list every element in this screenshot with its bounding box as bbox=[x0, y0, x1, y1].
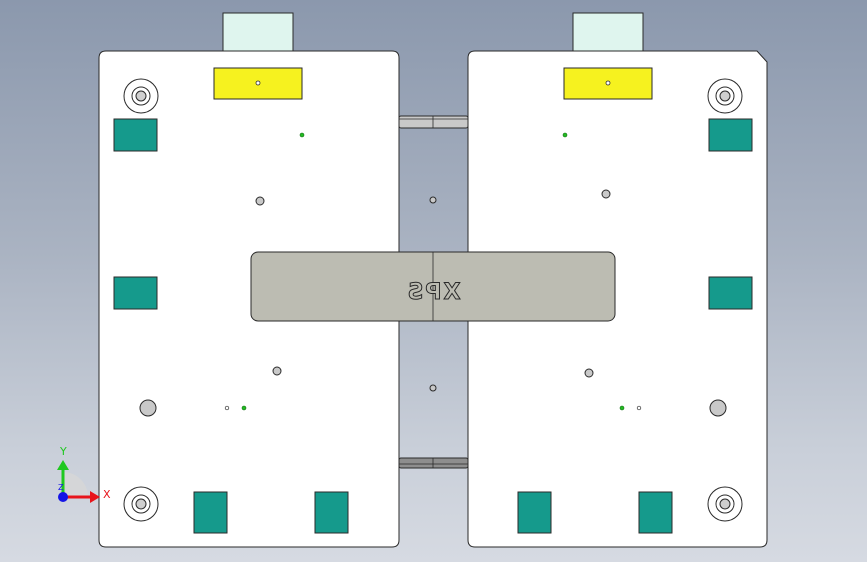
bottom-bridge[interactable] bbox=[398, 457, 469, 469]
teal-block-bottom-1[interactable] bbox=[193, 491, 228, 534]
top-bridge[interactable] bbox=[398, 115, 469, 129]
center-slot[interactable] bbox=[250, 251, 616, 322]
green-pin-1[interactable] bbox=[299, 132, 305, 138]
mount-hole-bottom-right[interactable] bbox=[707, 486, 743, 522]
left-top-tab[interactable] bbox=[222, 12, 294, 54]
teal-block-bottom-3[interactable] bbox=[517, 491, 552, 534]
teal-block-right-top[interactable] bbox=[708, 118, 753, 152]
hole-6[interactable] bbox=[584, 368, 594, 378]
x-axis-label: X bbox=[103, 488, 111, 501]
left-plate[interactable] bbox=[98, 50, 400, 548]
tiny-hole-1[interactable] bbox=[224, 405, 230, 411]
left-yellow-pad[interactable] bbox=[213, 67, 303, 100]
teal-block-right-mid[interactable] bbox=[708, 276, 753, 310]
mount-hole-bottom-left[interactable] bbox=[123, 486, 159, 522]
part-engraving: XPS bbox=[406, 280, 461, 305]
green-pin-3[interactable] bbox=[241, 405, 247, 411]
hole-2[interactable] bbox=[429, 196, 437, 204]
y-axis-arrow bbox=[57, 460, 69, 470]
dowel-hole-left[interactable] bbox=[139, 399, 157, 417]
axis-triad[interactable]: Y X Z bbox=[57, 445, 111, 503]
mount-hole-top-left[interactable] bbox=[123, 78, 159, 114]
green-pin-4[interactable] bbox=[619, 405, 625, 411]
teal-block-bottom-4[interactable] bbox=[638, 491, 673, 534]
dowel-hole-right[interactable] bbox=[709, 399, 727, 417]
hole-4[interactable] bbox=[272, 366, 282, 376]
right-plate[interactable] bbox=[467, 50, 768, 548]
teal-block-left-top[interactable] bbox=[113, 118, 158, 152]
mount-hole-top-right[interactable] bbox=[707, 78, 743, 114]
x-axis-arrow bbox=[90, 491, 100, 503]
hole-3[interactable] bbox=[601, 189, 611, 199]
hole-1[interactable] bbox=[255, 196, 265, 206]
hole-5[interactable] bbox=[429, 384, 437, 392]
tiny-hole-2[interactable] bbox=[636, 405, 642, 411]
right-top-tab[interactable] bbox=[572, 12, 644, 54]
green-pin-2[interactable] bbox=[562, 132, 568, 138]
z-axis-dot bbox=[58, 492, 68, 502]
right-yellow-pad[interactable] bbox=[563, 67, 653, 100]
teal-block-bottom-2[interactable] bbox=[314, 491, 349, 534]
triad-arc bbox=[63, 472, 88, 497]
y-axis-label: Y bbox=[59, 445, 67, 458]
z-axis-label: Z bbox=[58, 483, 64, 492]
teal-block-left-mid[interactable] bbox=[113, 276, 158, 310]
